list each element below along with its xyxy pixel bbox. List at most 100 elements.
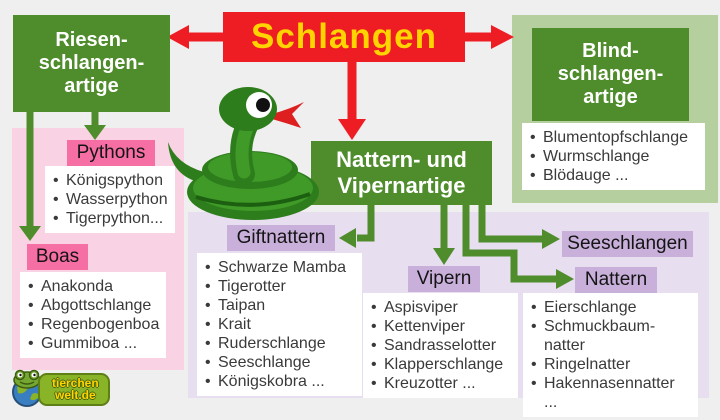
list-item-text: Wurmschlange [543,148,650,165]
bullet-icon: • [371,299,377,316]
list-item: • Schmuckbaum- natter [531,317,690,355]
list-item: • Seeschlange [205,353,354,372]
bullet-icon: • [205,259,211,276]
arrowhead-left [167,25,189,49]
list-item-text: Ruderschlange [218,335,326,352]
blindschlangen-list: • Blumentopfschlange • Wurmschlange•Blödaug… [522,123,705,190]
list-item-text: Eierschlange [544,299,637,316]
list-item: • Ruderschlange [205,334,354,353]
logo-line2: welt.de [55,387,96,402]
list-item-text: Anakonda [41,278,114,295]
list-item: •Tigerpython... [53,209,167,228]
riesenschlangenartige-heading: Riesen- schlangen- artige [38,28,145,98]
giftnattern-list: •Schwarze Mamba•Tigerotter•Taipan•Krait•… [197,253,362,396]
page-title-text: Schlangen [251,17,437,56]
blindschlangenartige-heading: Blind- schlangen- artige [557,39,664,109]
list-item-text: Abgottschlange [41,297,152,314]
list-item: • Abgottschlange [28,296,158,315]
list-item: • Sandrasselotter [371,336,510,355]
list-item: • Königskobra ... [205,372,354,391]
list-item: • Kettenviper [371,317,510,336]
arrowhead-right [491,25,514,49]
bullet-icon: • [205,297,211,314]
bullet-icon: • [28,335,34,352]
bullet-icon: • [28,278,34,295]
nattern-label: Nattern [575,267,657,293]
list-item: • Regenbogenboa [28,315,160,334]
list-item-text: Blumentopfschlange [543,129,688,146]
list-item-text: Schmuckbaum- natter [544,318,656,354]
bullet-icon: • [531,375,537,392]
pythons-list: • Königspython • Wasserpython•Tigerpython..… [45,166,175,233]
list-item: •Tigerotter [205,277,354,296]
list-item-text: Gummiboa ... [41,335,138,352]
logo-line1: tierchen [52,375,99,390]
list-item: • Wurmschlange [530,147,697,166]
list-item-text: Regenbogenboa [41,316,160,333]
list-item: • Königspython [53,171,167,190]
list-item-text: Klapperschlange [384,356,504,373]
list-item-text: Taipan [218,297,266,314]
list-item-text: Königskobra ... [218,373,325,390]
pythons-label: Pythons [67,140,155,166]
list-item: • Schwarze Mamba [205,258,354,277]
list-item-text: Blödauge ... [543,167,629,184]
list-item-text: Schwarze Mamba [218,259,347,276]
list-item: • Anakonda [28,277,158,296]
bullet-icon: • [28,297,34,314]
list-item-text: Wasserpython [66,191,168,208]
bullet-icon: • [371,337,377,354]
list-item: •Krait [205,315,354,334]
list-item: • Wasserpython [53,190,168,209]
bullet-icon: • [205,335,211,352]
bullet-icon: • [371,356,377,373]
bullet-icon: • [530,129,536,146]
bullet-icon: • [53,172,59,189]
natternvipernartige-heading: Nattern- und Vipernartige [336,147,467,198]
page-title: Schlangen [223,12,465,62]
list-item-text: Ringelnatter [544,356,631,373]
bullet-icon: • [371,375,377,392]
snake-illustration-icon [168,87,319,220]
list-item: • Taipan [205,296,354,315]
logo-wordmark: tierchen welt.de [38,372,110,406]
boas-list: • Anakonda • Abgottschlange • Regenbogenboa • G… [20,272,166,358]
snake-tongue [272,102,304,128]
bullet-icon: • [205,278,211,295]
seeschlangen-label: Seeschlangen [562,231,693,257]
list-item-text: Hakennasennatter ... [544,375,675,411]
bullet-icon: • [28,316,34,333]
list-item: • Aspisviper [371,298,510,317]
nattern-list: • Eierschlange • Schmuckbaum- natter • Ringel… [523,293,698,417]
bullet-icon: • [530,148,536,165]
list-item-text: Kettenviper [384,318,465,335]
list-item: • Hakennasennatter ... [531,374,690,412]
list-item-text: Kreuzotter ... [384,375,476,392]
riesenschlangenartige-box: Riesen- schlangen- artige [13,15,170,112]
tierchenwelt-logo: tierchen welt.de [8,369,110,409]
arrowhead-down [338,119,366,140]
vipern-label: Vipern [408,266,480,292]
list-item-text: Aspisviper [384,299,458,316]
list-item: • Ringelnatter [531,355,690,374]
list-item: • Blumentopfschlange [530,128,697,147]
list-item-text: Königspython [66,172,163,189]
vipern-list: •Aspisviper•Kettenviper•Sandrasselotter•… [363,293,518,398]
bullet-icon: • [205,354,211,371]
frog-globe-logo-icon [12,369,42,407]
bullet-icon: • [531,356,537,373]
bullet-icon: • [205,373,211,390]
bullet-icon: • [531,318,537,335]
bullet-icon: • [53,210,59,227]
bullet-icon: • [531,299,537,316]
bullet-icon: • [371,318,377,335]
giftnattern-label: Giftnattern [227,225,335,251]
bullet-icon: • [205,316,211,333]
bullet-icon: • [53,191,59,208]
list-item-text: Seeschlange [218,354,311,371]
list-item: •Blödauge ... [530,166,697,185]
list-item: • Gummiboa ... [28,334,158,353]
list-item-text: Sandrasselotter [384,337,497,354]
snake-coil-stripe [195,192,311,207]
